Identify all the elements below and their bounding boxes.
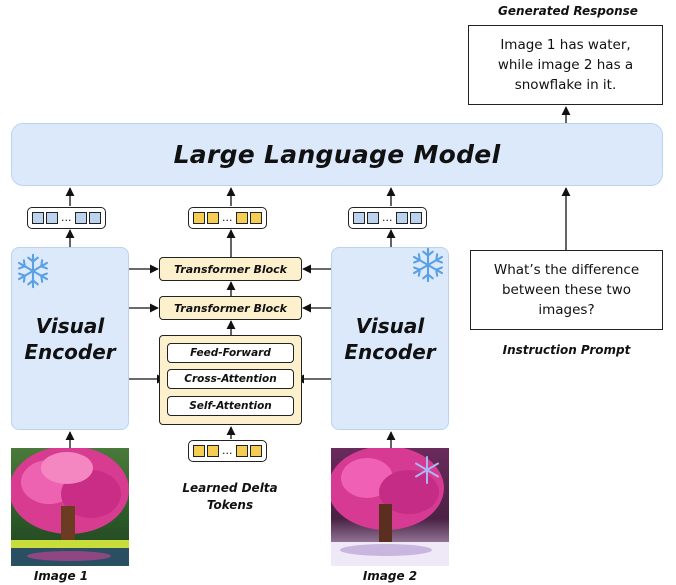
self-attention-layer: Self-Attention — [167, 396, 294, 416]
visual-encoder-label: Visual Encoder — [24, 313, 115, 365]
token — [249, 212, 262, 224]
image-2-thumbnail — [331, 448, 449, 566]
transformer-block-label: Transformer Block — [173, 262, 287, 276]
token — [353, 212, 365, 224]
generated-response-text: Image 1 has water, while image 2 has a s… — [497, 37, 634, 93]
token — [249, 445, 262, 457]
image-1-caption: Image 1 — [33, 569, 89, 583]
transformer-block-top: Transformer Block — [159, 257, 302, 281]
encoder-label-line1: Visual — [355, 313, 425, 338]
image-1-thumbnail — [11, 448, 129, 566]
encoder-label-line2: Encoder — [344, 339, 436, 364]
layer-label: Self-Attention — [189, 400, 272, 412]
learned-delta-tokens-caption: Learned Delta Tokens — [170, 480, 290, 514]
large-language-model-block: Large Language Model — [11, 123, 663, 186]
visual-encoder-right: Visual Encoder — [331, 247, 449, 430]
learned-delta-token-strip: ... — [188, 440, 267, 462]
token-ellipsis: ... — [222, 444, 233, 457]
feed-forward-layer: Feed-Forward — [167, 343, 294, 363]
transformer-block-label: Transformer Block — [173, 301, 287, 315]
generated-response-box: Image 1 has water, while image 2 has a s… — [468, 25, 663, 105]
generated-response-title: Generated Response — [498, 4, 638, 18]
token — [367, 212, 379, 224]
llm-label: Large Language Model — [173, 140, 501, 169]
instruction-prompt-title: Instruction Prompt — [502, 343, 631, 357]
token-ellipsis: ... — [222, 211, 233, 224]
token — [32, 212, 44, 224]
encoder-label-line1: Visual — [35, 313, 105, 338]
token — [207, 445, 219, 457]
snowflake-icon — [15, 253, 51, 289]
token — [193, 212, 205, 224]
encoder-label-line2: Encoder — [24, 339, 116, 364]
delta-token-strip-output: ... — [188, 207, 267, 229]
token — [409, 212, 422, 224]
image-2-caption: Image 2 — [362, 569, 418, 583]
snowflake-icon — [410, 247, 446, 283]
visual-encoder-left: Visual Encoder — [11, 247, 129, 430]
token — [235, 445, 248, 457]
instruction-prompt-box: What’s the difference between these two … — [470, 250, 663, 330]
token — [74, 212, 87, 224]
token-ellipsis: ... — [61, 211, 72, 224]
caption-line2: Tokens — [206, 498, 254, 512]
token — [395, 212, 408, 224]
caption-line1: Learned Delta — [182, 481, 278, 495]
token — [235, 212, 248, 224]
layer-label: Feed-Forward — [190, 347, 271, 359]
delta-transformer-module: Feed-Forward Cross-Attention Self-Attent… — [159, 335, 302, 425]
visual-encoder-label: Visual Encoder — [344, 313, 435, 365]
visual-token-strip-right: ... — [348, 207, 427, 229]
token — [193, 445, 205, 457]
token — [88, 212, 101, 224]
transformer-block-middle: Transformer Block — [159, 296, 302, 320]
instruction-prompt-text: What’s the difference between these two … — [493, 262, 640, 318]
token — [46, 212, 58, 224]
token — [207, 212, 219, 224]
layer-label: Cross-Attention — [184, 373, 277, 385]
token-ellipsis: ... — [382, 211, 393, 224]
visual-token-strip-left: ... — [27, 207, 106, 229]
cross-attention-layer: Cross-Attention — [167, 369, 294, 389]
